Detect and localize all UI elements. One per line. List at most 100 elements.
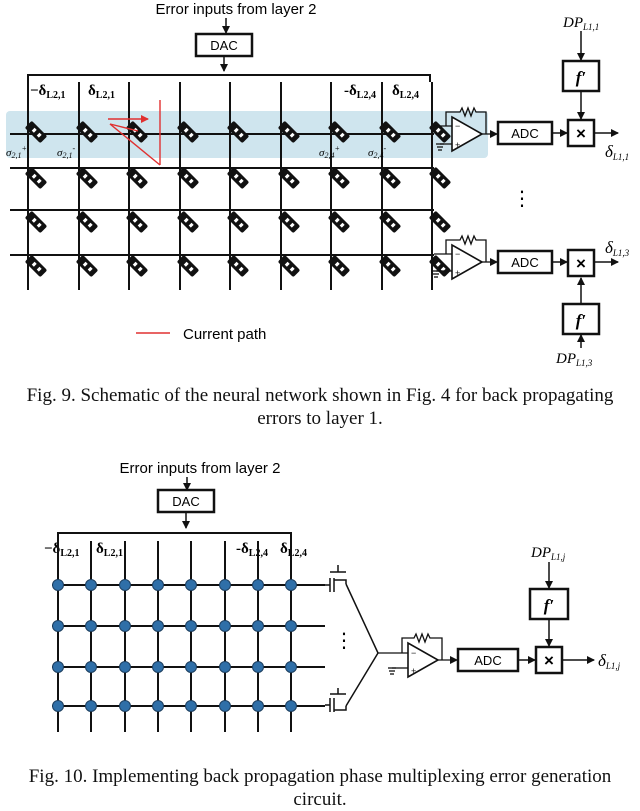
fig9-mult-bottom-label: × (576, 254, 586, 273)
fig9-crossbar (10, 82, 434, 290)
crossbar-node (85, 661, 97, 673)
fig10-switch-top (325, 565, 379, 654)
memristor-icon (328, 211, 350, 233)
fig10-fprime-label: f′ (544, 596, 554, 615)
fig9-fprime-bottom-label: f′ (576, 311, 586, 330)
crossbar-node (119, 661, 131, 673)
fig9-mult-bottom-box (566, 248, 596, 278)
memristor-icon (379, 211, 401, 233)
crossbar-node (152, 579, 164, 591)
memristor-icon (126, 211, 148, 233)
fig10-adc-label: ADC (474, 653, 501, 668)
figure-9: Error inputs from layer 2 DAC −δL2,1 δL2… (6, 1, 630, 368)
fig10-fprime-box (528, 587, 570, 621)
crossbar-node (285, 661, 297, 673)
fig9-header: Error inputs from layer 2 (156, 1, 317, 18)
fig9-caption: Fig. 9. Schematic of the neural network … (26, 385, 614, 429)
crossbar-node (85, 620, 97, 632)
memristor-icon (25, 255, 47, 277)
fig9-delta-label-neg-4: -δL2,4 (344, 83, 376, 101)
crossbar-node (285, 700, 297, 712)
memristor-icon (328, 167, 350, 189)
crossbar-node (252, 579, 264, 591)
memristor-icon (177, 121, 199, 143)
memristor-icon (429, 167, 451, 189)
fig9-delta-label-neg-1: −δL2,1 (30, 83, 66, 101)
fig9-delta-label-pos-1: δL2,1 (88, 83, 115, 101)
memristor-icon (126, 167, 148, 189)
crossbar-node (252, 700, 264, 712)
crossbar-node (152, 700, 164, 712)
memristor-icon (278, 167, 300, 189)
crossbar-node (185, 620, 197, 632)
memristor-icon (25, 121, 47, 143)
memristor-icon (177, 211, 199, 233)
crossbar-node (219, 620, 231, 632)
memristor-icon (25, 211, 47, 233)
memristor-icon (25, 167, 47, 189)
memristor-icon (76, 211, 98, 233)
crossbar-node (52, 661, 64, 673)
crossbar-node (52, 620, 64, 632)
crossbar-node (85, 700, 97, 712)
crossbar-node (185, 661, 197, 673)
fig9-dp-bottom: DPL1,3 (555, 351, 593, 368)
crossbar-node (185, 579, 197, 591)
svg-text:+: + (455, 140, 460, 150)
crossbar-node (85, 579, 97, 591)
svg-text:−: − (455, 121, 460, 131)
fig9-mult-top-label: × (576, 124, 586, 143)
memristor-icon (177, 167, 199, 189)
svg-text:−: − (455, 249, 460, 259)
fig9-dac-label: DAC (210, 38, 237, 53)
crossbar-node (152, 661, 164, 673)
memristor-icon (379, 255, 401, 277)
fig9-out-bottom: δL1,3 (605, 238, 630, 258)
crossbar-node (219, 661, 231, 673)
fig10-mult-label: × (544, 651, 554, 670)
svg-text:−: − (411, 648, 416, 658)
memristor-icon (227, 211, 249, 233)
fig10-delta-label-neg-4: -δL2,4 (236, 541, 268, 559)
memristor-icon (278, 121, 300, 143)
memristor-icon (227, 121, 249, 143)
fig10-ellipsis: ⋮ (334, 630, 354, 652)
memristor-icon (227, 167, 249, 189)
fig9-fprime-bottom-box (561, 302, 601, 336)
crossbar-node (52, 700, 64, 712)
crossbar-node (219, 700, 231, 712)
fig10-delta-label-neg-1: −δL2,1 (44, 541, 80, 559)
fig9-sigma-24-plus: σ2,4+ (319, 144, 340, 160)
figure-10: Error inputs from layer 2 DAC −δL2,1 δL2… (44, 460, 621, 732)
memristor-icon (76, 255, 98, 277)
crossbar-node (185, 700, 197, 712)
svg-text:+: + (411, 666, 416, 676)
crossbar-node (285, 579, 297, 591)
crossbar-node (285, 620, 297, 632)
fig9-delta-label-pos-4: δL2,4 (392, 83, 419, 101)
fig10-out: δL1,j (598, 651, 621, 671)
memristor-icon (278, 211, 300, 233)
svg-text:δL2,4: δL2,4 (392, 83, 419, 101)
memristor-icon (328, 255, 350, 277)
memristor-icon (76, 121, 98, 143)
fig9-opamp-top: − + (434, 106, 498, 153)
fig10-caption: Fig. 10. Implementing back propagation p… (28, 766, 612, 810)
fig9-ellipsis: ⋮ (512, 188, 532, 210)
memristor-icon (379, 167, 401, 189)
crossbar-node (52, 579, 64, 591)
memristor-icon (126, 255, 148, 277)
fig10-bus (57, 532, 292, 541)
fig10-opamp: − + (378, 632, 458, 679)
crossbar-node (219, 579, 231, 591)
memristor-icon (76, 167, 98, 189)
fig9-sigma-24-minus: σ2,4- (368, 144, 386, 160)
fig9-dp-top: DPL1,1 (562, 15, 599, 32)
crossbar-node (252, 661, 264, 673)
crossbar-node (119, 700, 131, 712)
fig9-adc-bottom-label: ADC (511, 255, 538, 270)
crossbar-node (252, 620, 264, 632)
svg-text:δL2,1: δL2,1 (88, 83, 115, 101)
memristor-icon (227, 255, 249, 277)
